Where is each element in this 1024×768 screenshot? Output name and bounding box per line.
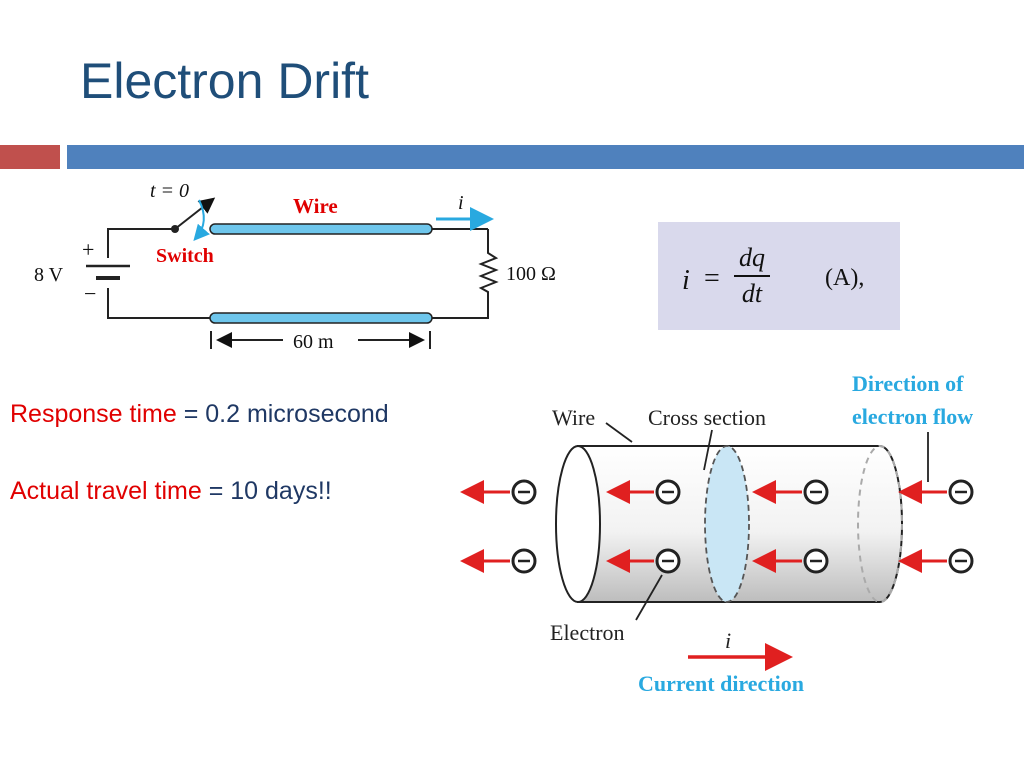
electron-flow-diagram: Wire Cross section Direction of electron…	[460, 371, 974, 696]
direction-label-line2: electron flow	[852, 404, 973, 429]
title-accent-bar-blue	[67, 145, 1024, 169]
electron-label: Electron	[550, 620, 625, 645]
travel-time-label: Actual travel time	[10, 477, 202, 505]
equation-denominator: dt	[741, 278, 763, 308]
response-time-equals: =	[183, 400, 199, 428]
current-label: i	[458, 192, 464, 214]
wire-leader-line	[605, 422, 633, 443]
equation-fraction: dq dt	[734, 243, 770, 309]
current-direction-label: Current direction	[638, 671, 804, 696]
electron-leader-line	[635, 574, 663, 621]
bullet-travel-time: Actual travel time = 10 days!!	[10, 477, 389, 506]
equation-equals: =	[704, 263, 720, 294]
slide-title: Electron Drift	[80, 53, 369, 109]
battery-plus: +	[82, 237, 94, 262]
bullet-list: Response time = 0.2 microsecond Actual t…	[10, 400, 389, 554]
electron-row-top	[460, 479, 974, 505]
title-accent-bar-red	[0, 145, 60, 169]
cross-section-leader-line	[703, 429, 713, 471]
voltage-label: 8 V	[34, 264, 64, 286]
electron-row-bottom	[460, 548, 974, 574]
equation-numerator: dq	[739, 243, 765, 272]
resistance-label: 100 Ω	[506, 263, 556, 285]
length-label: 60 m	[293, 331, 334, 353]
cross-section-label: Cross section	[648, 405, 766, 430]
current-symbol: i	[725, 628, 731, 653]
battery-minus: −	[84, 281, 96, 306]
travel-time-equals: =	[208, 477, 224, 505]
wire-label: Wire	[293, 194, 338, 218]
wire-cylinder-back-end	[857, 445, 903, 603]
cross-section-disk	[704, 445, 750, 603]
wire-cylinder-front-end	[555, 445, 601, 603]
switch-blade	[174, 197, 216, 230]
fraction-bar	[734, 275, 770, 277]
direction-label-line1: Direction of	[852, 371, 964, 396]
battery-gap	[90, 258, 126, 288]
bullet-response-time: Response time = 0.2 microsecond	[10, 400, 389, 429]
equation-unit: (A),	[825, 265, 865, 291]
travel-time-value: 10 days!!	[230, 477, 332, 505]
equation-box	[658, 222, 900, 330]
top-wire	[209, 223, 433, 235]
switch-motion-arrow	[193, 199, 210, 242]
time-label: t = 0	[150, 180, 189, 202]
switch-label: Switch	[156, 245, 214, 267]
response-time-value: 0.2 microsecond	[205, 400, 389, 428]
wire-diagram-label: Wire	[552, 405, 595, 430]
circuit-diagram: + − 8 V t = 0 Switch Wire i 100 Ω 60 m	[34, 180, 556, 353]
resistor-wire	[432, 229, 499, 319]
equation-lhs: i	[682, 265, 690, 296]
response-time-label: Response time	[10, 400, 177, 428]
bottom-wire	[209, 312, 433, 324]
